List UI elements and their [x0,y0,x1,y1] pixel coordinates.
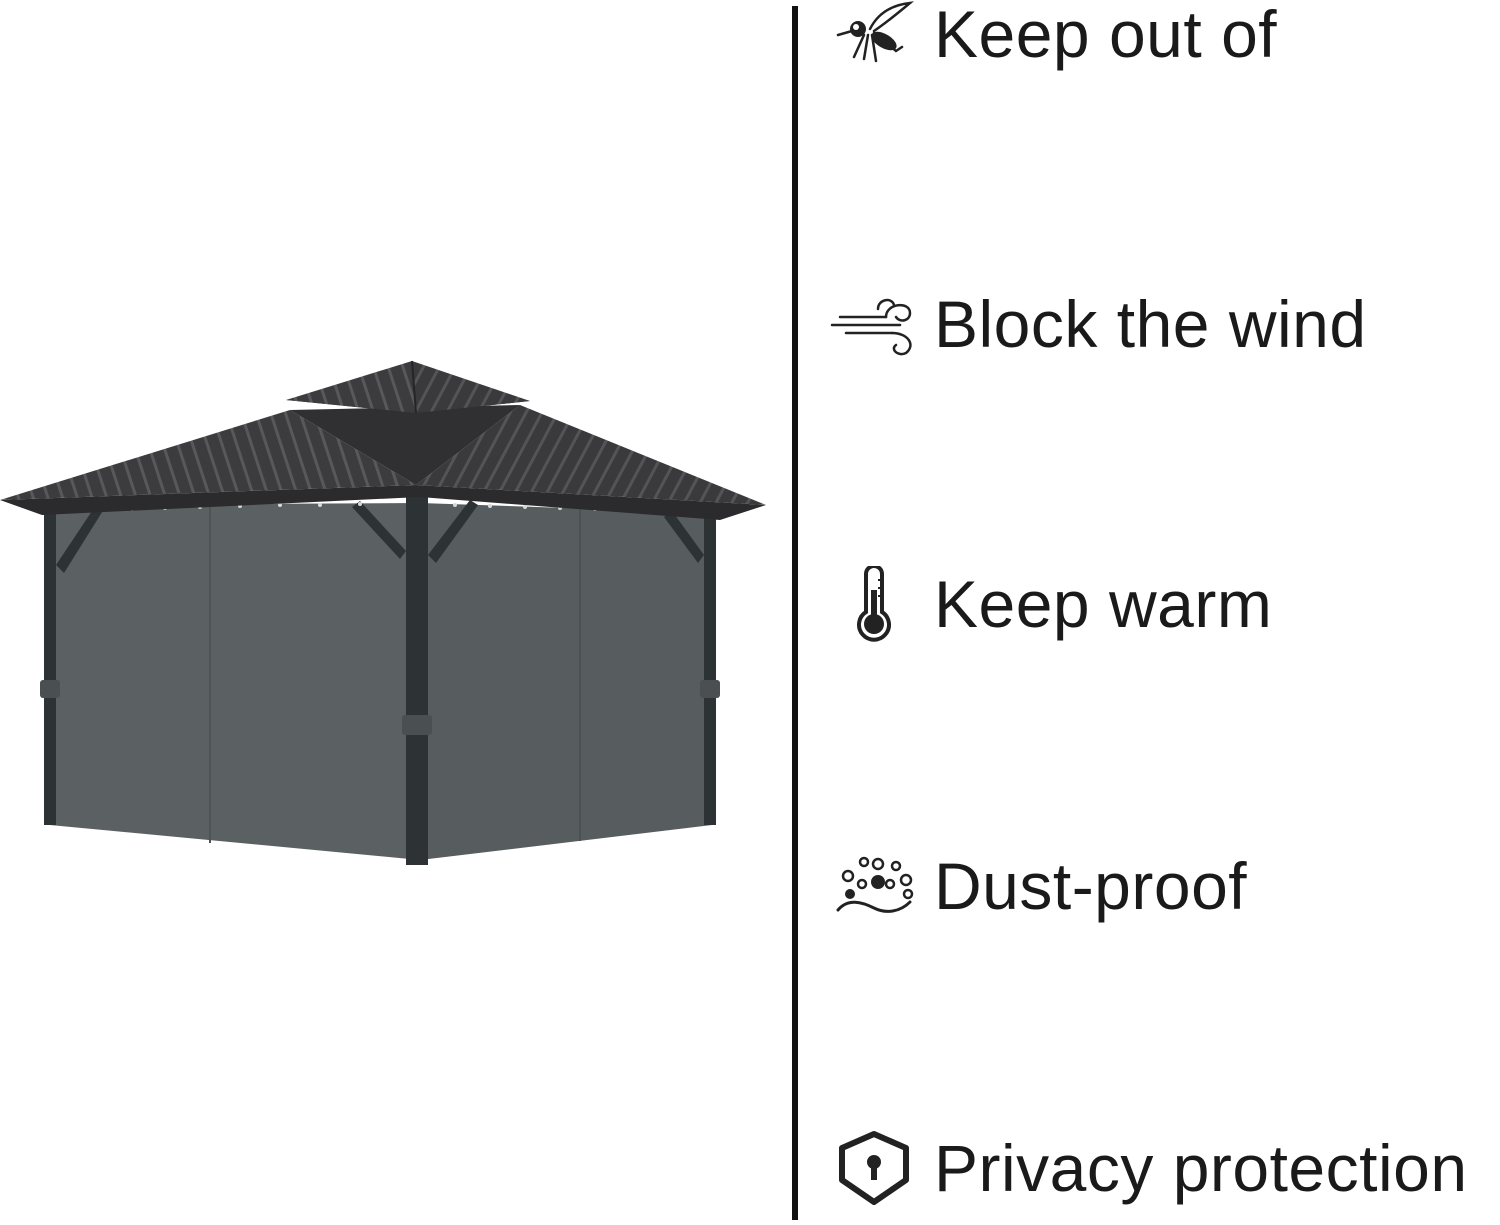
feature-block-wind: Block the wind [828,284,1367,364]
feature-dust-proof: Dust-proof [828,846,1247,926]
feature-label: Privacy protection [934,1131,1468,1205]
feature-label: Dust-proof [934,849,1248,923]
wind-icon [828,284,920,364]
mosquito-icon [828,0,920,74]
feature-label: Block the wind [934,287,1367,361]
curtain-right-face [420,503,712,860]
vertical-divider [792,6,798,1220]
thermometer-icon [828,564,920,644]
roof-left-face [0,410,416,500]
gazebo-frame [40,495,720,865]
privacy-shield-icon [828,1128,920,1208]
roof-top-left [286,361,416,413]
feature-keep-warm: Keep warm [828,564,1272,644]
roof-eave [0,485,766,520]
feature-label: Keep out of [934,0,1278,71]
curtain-left-face [50,503,420,860]
roof-right-face [416,405,766,505]
gazebo-product-image [0,360,766,865]
feature-label: Keep warm [934,567,1273,641]
dust-icon [828,846,920,926]
roof-top-right [412,361,530,413]
feature-keep-out: Keep out of [828,0,1277,74]
feature-privacy-protection: Privacy protection [828,1128,1468,1208]
